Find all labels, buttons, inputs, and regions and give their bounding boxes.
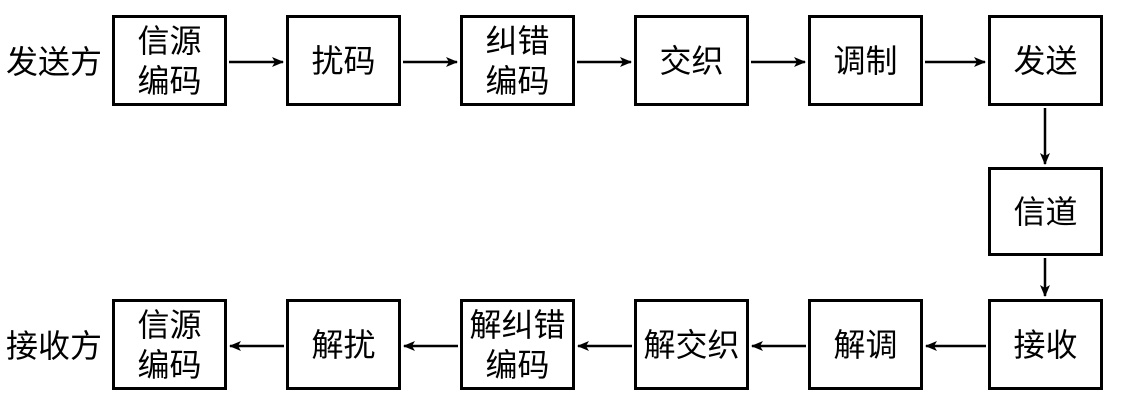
receiver-step-source-coding: 信源 编码 [112,299,227,390]
receiver-label: 接收方 [6,327,103,365]
receiver-step-descrambling: 解扰 [286,299,401,390]
receiver-step-receive: 接收 [988,299,1103,390]
sender-label: 发送方 [6,43,103,81]
receiver-step-error-correction-decoding: 解纠错 编码 [460,299,575,390]
sender-step-source-coding: 信源 编码 [112,15,227,106]
sender-step-scrambling: 扰码 [286,15,401,106]
receiver-step-deinterleaving: 解交织 [634,299,749,390]
receiver-step-demodulation: 解调 [808,299,923,390]
sender-step-error-correction-coding: 纠错 编码 [460,15,575,106]
sender-step-interleaving: 交织 [634,15,749,106]
sender-step-modulation: 调制 [808,15,923,106]
sender-step-transmit: 发送 [988,15,1103,106]
channel-box: 信道 [988,167,1103,256]
